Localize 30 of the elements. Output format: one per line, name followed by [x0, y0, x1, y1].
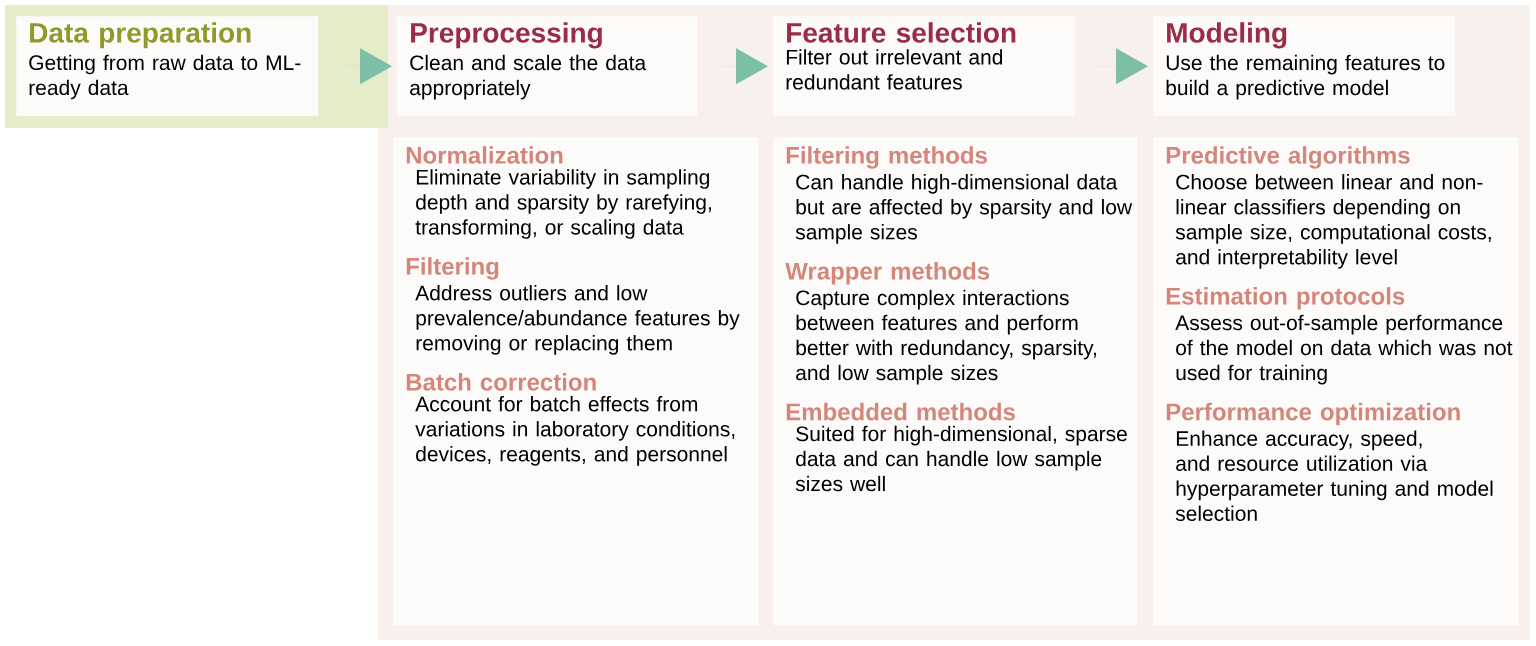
- method-description: Enhance accuracy, speed, and resource utilization via hyperparameter tuning and model selection: [1175, 430, 1493, 521]
- method-heading: Predictive algorithms: [1166, 146, 1410, 169]
- method-description: Assess out-of-sample performance of the model on data which was not used for training: [1175, 314, 1513, 385]
- arrow: [717, 48, 768, 85]
- step-box: [16, 16, 319, 117]
- method-heading: Batch correction: [406, 373, 596, 391]
- method-description: Eliminate variability in sampling depth and sparsity by rarefying, transforming, or scaling data: [415, 169, 711, 239]
- step-title: Preprocessing: [411, 22, 602, 49]
- step-title: Data preparation: [30, 22, 251, 49]
- method-description: Suited for high-dimensional, sparse data and can handle low sample sizes well: [795, 425, 1127, 492]
- method-heading: Filtering: [406, 257, 499, 280]
- step-description: Filter out irrelevant and redundant features: [786, 49, 1003, 90]
- step-title: Modeling: [1167, 22, 1287, 49]
- method-description: Address outliers and low prevalence/abundance features by removing or replacing them: [415, 285, 740, 355]
- step-description: Clean and scale the data appropriately: [410, 54, 647, 100]
- method-description: Can handle high-dimensional data but are affected by sparsity and low sample sizes: [795, 174, 1133, 244]
- method-description: Capture complex interactions between features and perform better with redundancy, sparsity, and low sample sizes: [796, 289, 1096, 385]
- step-title: Feature selection: [787, 22, 1016, 43]
- arrow: [1095, 48, 1148, 85]
- step-description: Getting from raw data to ML-ready data: [29, 54, 301, 100]
- method-description: Choose between linear and non-linear classifiers depending on sample size, computational costs, and interpretability level: [1175, 174, 1491, 269]
- method-description: Account for batch effects from variations in laboratory conditions, devices, reagents, and personnel: [415, 396, 735, 466]
- method-heading: Embedded methods: [786, 402, 1015, 421]
- method-heading: Estimation protocols: [1166, 287, 1405, 310]
- method-heading: Performance optimization: [1166, 402, 1460, 426]
- method-heading: Filtering methods: [786, 146, 987, 169]
- method-heading: Normalization: [406, 146, 563, 164]
- method-heading: Wrapper methods: [785, 262, 990, 285]
- arrow: [338, 48, 392, 85]
- step-description: Use the remaining features to build a predictive model: [1166, 54, 1445, 100]
